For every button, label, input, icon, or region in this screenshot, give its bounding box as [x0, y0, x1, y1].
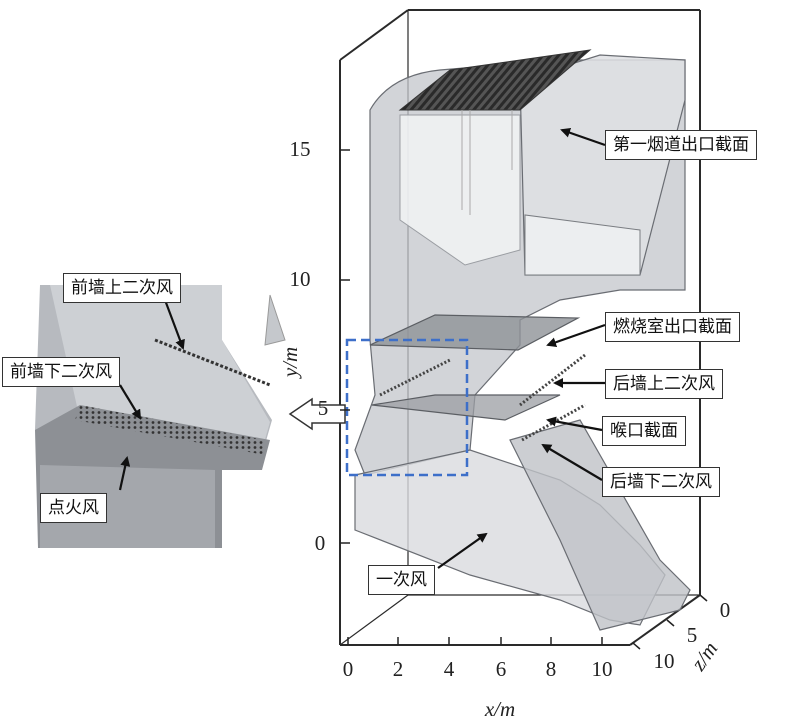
- zoom-pointer-arrow: [288, 397, 346, 431]
- z-tick-label: 10: [654, 649, 675, 673]
- z-tick-label: 5: [687, 623, 698, 647]
- x-tick-label: 6: [496, 657, 507, 681]
- x-tick-label: 4: [444, 657, 455, 681]
- y-tick-label: 15: [290, 137, 311, 161]
- x-axis: 0 2 4 6 8 10 x/m: [343, 637, 613, 721]
- x-tick-label: 2: [393, 657, 404, 681]
- z-tick-label: 0: [720, 598, 731, 622]
- label-front-wall-upper-secondary-air: 前墙上二次风: [63, 273, 181, 303]
- x-axis-title: x/m: [484, 697, 515, 721]
- label-first-flue-outlet-section: 第一烟道出口截面: [605, 130, 757, 160]
- boiler-body: [354, 49, 691, 631]
- zoom-region-box: [345, 338, 469, 477]
- x-tick-label: 10: [592, 657, 613, 681]
- label-primary-air: 一次风: [368, 565, 435, 595]
- callout-arrows: [118, 127, 606, 569]
- label-ignition-air: 点火风: [40, 493, 107, 523]
- y-tick-label: 5: [318, 396, 329, 420]
- y-tick-label: 10: [290, 267, 311, 291]
- y-tick-label: 0: [315, 531, 326, 555]
- label-rear-wall-upper-secondary-air: 后墙上二次风: [605, 369, 723, 399]
- x-tick-label: 8: [546, 657, 557, 681]
- y-axis: 15 10 5 0 y/m: [278, 137, 350, 555]
- label-rear-wall-lower-secondary-air: 后墙下二次风: [602, 467, 720, 497]
- label-front-wall-lower-secondary-air: 前墙下二次风: [2, 357, 120, 387]
- y-axis-title: y/m: [278, 347, 302, 379]
- label-furnace-outlet-section: 燃烧室出口截面: [605, 312, 740, 342]
- x-tick-label: 0: [343, 657, 354, 681]
- label-throat-section: 喉口截面: [602, 416, 686, 446]
